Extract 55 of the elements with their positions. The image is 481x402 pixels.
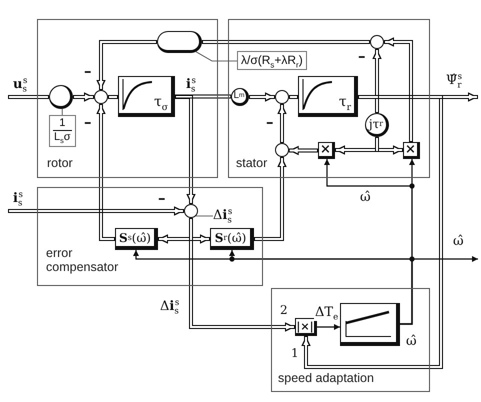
- group-panel: [271, 288, 430, 392]
- minus-sign: –: [84, 63, 92, 79]
- numerator-text: 1: [53, 117, 72, 131]
- lag-block: [298, 76, 358, 117]
- gain-circle: [49, 85, 73, 109]
- port-number: 2: [280, 302, 288, 318]
- summing-junction: [184, 204, 198, 218]
- fraction-label: [49, 115, 76, 147]
- arrow: [301, 95, 443, 369]
- arrow: [96, 104, 115, 241]
- summing-junction: [275, 90, 289, 104]
- arrow: [254, 157, 287, 241]
- summing-junction: [370, 35, 384, 49]
- connector-line: [108, 95, 118, 99]
- minus-sign: –: [266, 114, 274, 130]
- panel-title: speed adaptation: [278, 371, 375, 385]
- arrow: [175, 95, 196, 204]
- multiplier-block: ×: [318, 142, 335, 159]
- port-number: 1: [291, 345, 299, 361]
- signal-label: ω̂: [360, 190, 371, 206]
- arrow: [317, 324, 340, 330]
- leader-line: [196, 51, 238, 62]
- arrow: [384, 37, 413, 142]
- connector-line: [175, 94, 232, 98]
- panel-title: rotor: [47, 156, 74, 170]
- minus-sign: –: [358, 48, 366, 64]
- summing-junction: [275, 143, 289, 157]
- multiplier-block: |×|: [295, 318, 317, 336]
- panel-title: stator: [236, 156, 268, 170]
- arrow: [277, 104, 287, 143]
- multiplier-block: ×: [403, 142, 420, 159]
- group-panel: [228, 19, 430, 178]
- edge-label: ΔT$_{e}$: [314, 304, 340, 321]
- arrow: [249, 92, 275, 102]
- denominator-text: L$_{s}$σ: [53, 131, 72, 144]
- minus-sign: –: [84, 114, 92, 130]
- arrow: [8, 206, 184, 216]
- summing-junction: [94, 90, 108, 104]
- arrow: [96, 40, 157, 90]
- block-label: τ$_{r}$: [338, 94, 351, 111]
- connector-line: [202, 40, 370, 44]
- arrow: [73, 92, 94, 102]
- block-label: τ$_{σ}$: [154, 94, 168, 111]
- formula-label: λ/σ(R$_{s}$+λR$_{r}$): [237, 51, 307, 70]
- signal-label: ω̂: [406, 334, 417, 350]
- arrow: [400, 256, 478, 325]
- group-panel: [37, 19, 218, 178]
- group-panel: [37, 187, 263, 286]
- integrator-block: [340, 303, 400, 346]
- minus-sign: –: [158, 190, 166, 206]
- connector-line: [8, 95, 49, 99]
- connector-line: [289, 95, 298, 99]
- arrow: [288, 146, 318, 156]
- gain-block: [157, 31, 202, 53]
- lag-block: [118, 76, 175, 117]
